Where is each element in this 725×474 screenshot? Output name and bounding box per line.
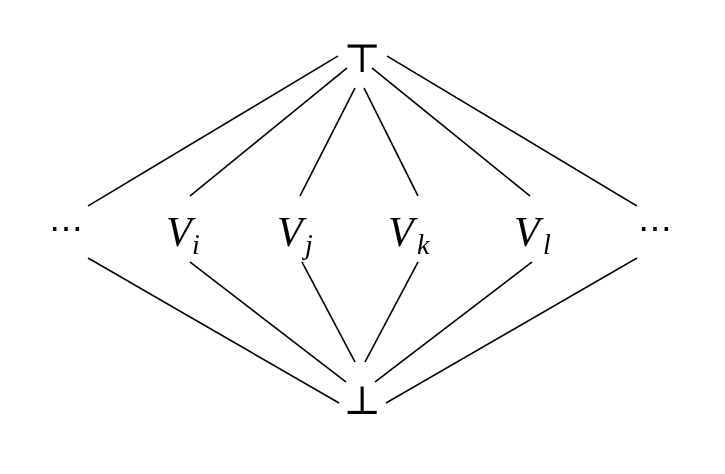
vertex-vk: V k [388, 210, 430, 261]
edge-right-dots-bottom [385, 257, 638, 404]
bottom-edges [87, 257, 638, 404]
edge-left-dots-bottom [87, 257, 340, 404]
vertex-vl-sub: l [543, 230, 551, 261]
vertex-vi: V i [166, 210, 200, 261]
edge-vj-bottom [301, 261, 356, 363]
top-edges [87, 55, 638, 207]
left-dots: ⋯ [49, 209, 83, 249]
edge-vl-bottom [374, 261, 533, 383]
vertex-vk-base: V [388, 210, 418, 256]
vertex-vl-base: V [514, 210, 544, 256]
top-node: ⊤ [343, 36, 381, 82]
vertex-vi-base: V [166, 210, 196, 256]
edge-top-right-dots [386, 55, 638, 207]
right-dots: ⋯ [638, 209, 672, 249]
bottom-node: ⊥ [343, 378, 381, 424]
edge-vi-bottom [189, 261, 347, 383]
vertex-vj: V j [277, 210, 313, 261]
edge-top-vj [299, 87, 356, 197]
vertex-vi-sub: i [192, 230, 200, 261]
vertex-vj-sub: j [302, 230, 313, 261]
vertex-vk-sub: k [417, 230, 430, 261]
edge-top-vi [189, 67, 348, 197]
edge-top-vl [371, 67, 531, 197]
vertex-vl: V l [514, 210, 551, 261]
vertex-vj-base: V [277, 210, 307, 256]
edge-top-vk [363, 87, 419, 197]
edge-vk-bottom [364, 261, 419, 363]
edge-top-left-dots [87, 55, 339, 207]
